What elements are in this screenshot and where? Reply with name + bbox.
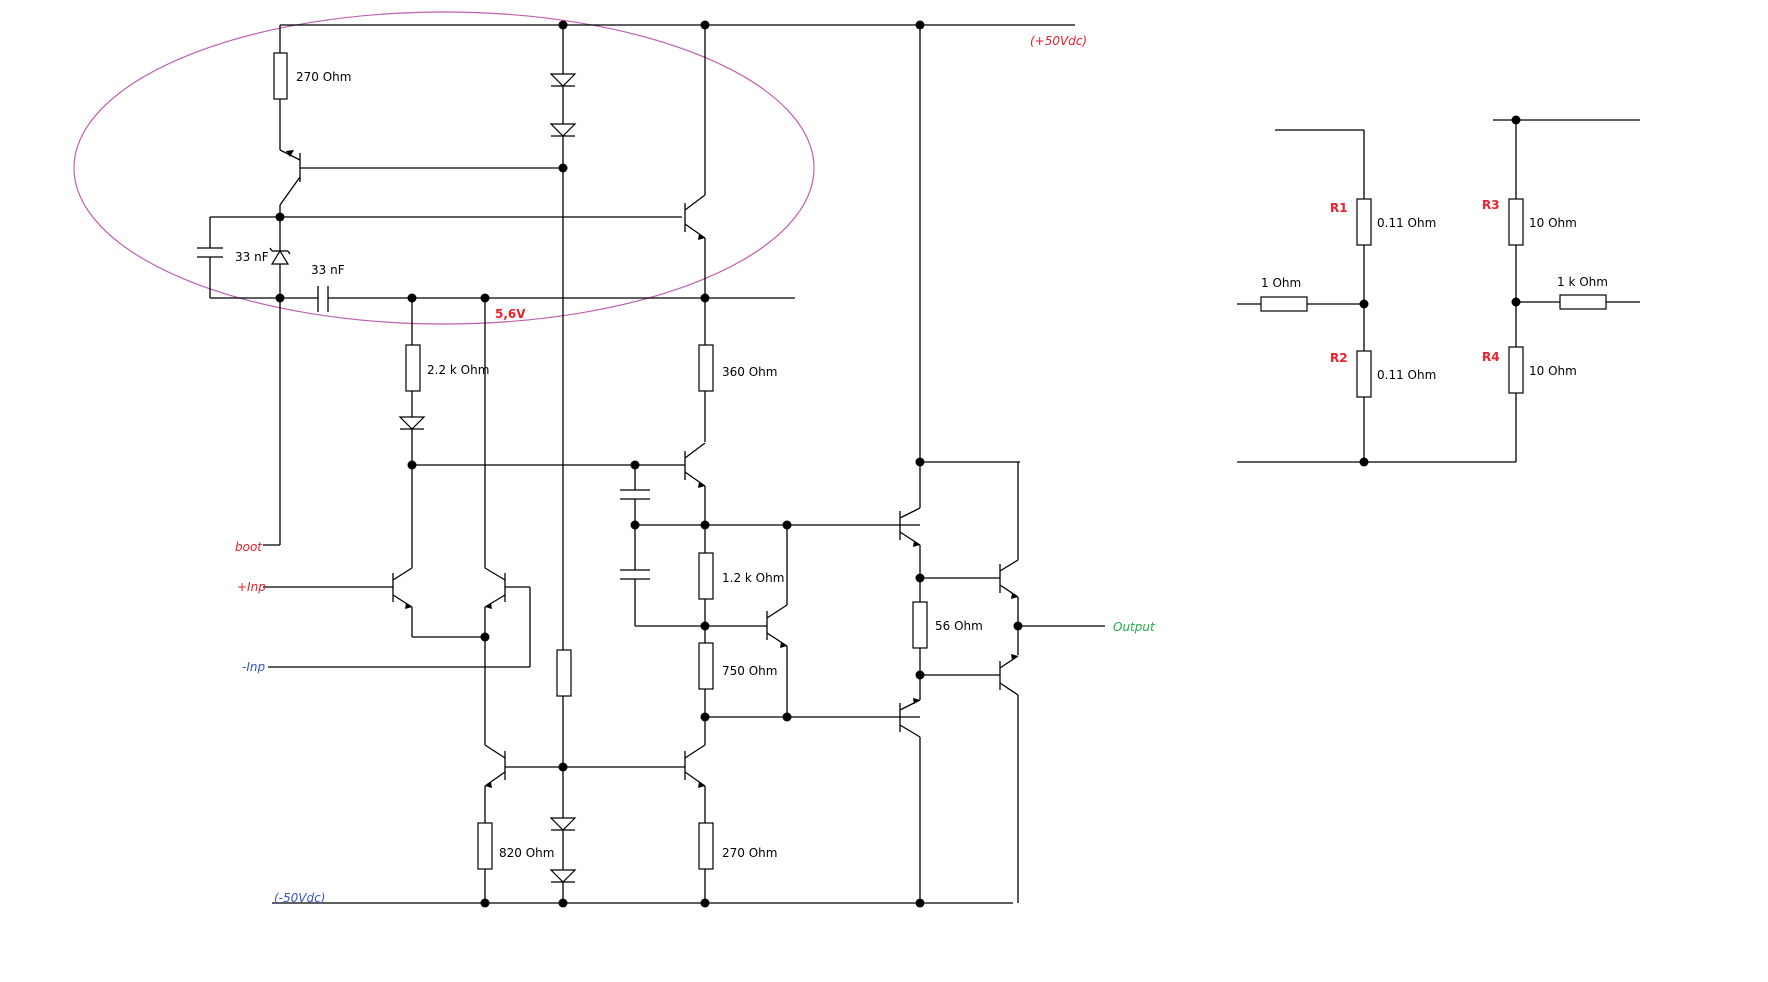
r3-value: 10 Ohm	[1529, 216, 1577, 230]
r-1ohm-label: 1 Ohm	[1261, 276, 1301, 290]
vas-column	[684, 25, 714, 903]
r-820-label: 820 Ohm	[499, 846, 554, 860]
compensation-caps	[620, 465, 920, 627]
r-270-bottom-label: 270 Ohm	[722, 846, 777, 860]
vbe-multiplier	[705, 525, 920, 718]
input-bias-branch	[398, 298, 685, 568]
r1-name: R1	[1330, 201, 1348, 215]
c-33nf-left-label: 33 nF	[235, 250, 269, 264]
inp-plus-label: +Inp	[237, 580, 266, 594]
r-top-270-label: 270 Ohm	[296, 70, 351, 84]
junction-dots	[275, 20, 1023, 908]
node-voltage-label: 5,6V	[495, 307, 526, 321]
r1-value: 0.11 Ohm	[1377, 216, 1436, 230]
r-56-label: 56 Ohm	[935, 619, 983, 633]
positive-rail-label: (+50Vdc)	[1030, 34, 1087, 48]
r3-name: R3	[1482, 198, 1500, 212]
r-360-label: 360 Ohm	[722, 365, 777, 379]
side-circuit	[1237, 115, 1640, 467]
capacitor-33nf-right	[317, 286, 329, 312]
current-source-left	[477, 744, 685, 903]
r2-name: R2	[1330, 351, 1348, 365]
r2-value: 0.11 Ohm	[1377, 368, 1436, 382]
r4-value: 10 Ohm	[1529, 364, 1577, 378]
highlight-ellipse	[73, 11, 815, 325]
r4-name: R4	[1482, 350, 1500, 364]
inp-minus-label: -Inp	[242, 660, 265, 674]
r-2k2-label: 2.2 k Ohm	[427, 363, 489, 377]
differential-pair	[263, 298, 531, 745]
r-750-label: 750 Ohm	[722, 664, 777, 678]
output-label: Output	[1113, 620, 1156, 634]
capacitor-33nf-left	[197, 217, 223, 298]
negative-rail-label: (-50Vdc)	[274, 891, 325, 905]
r-1k2-label: 1.2 k Ohm	[722, 571, 784, 585]
diode-string	[549, 25, 577, 903]
r-1kohm-label: 1 k Ohm	[1557, 275, 1608, 289]
zener-diode	[269, 247, 291, 265]
output-stage	[899, 25, 1105, 903]
c-33nf-right-label: 33 nF	[311, 263, 345, 277]
boot-label: boot	[235, 540, 263, 554]
